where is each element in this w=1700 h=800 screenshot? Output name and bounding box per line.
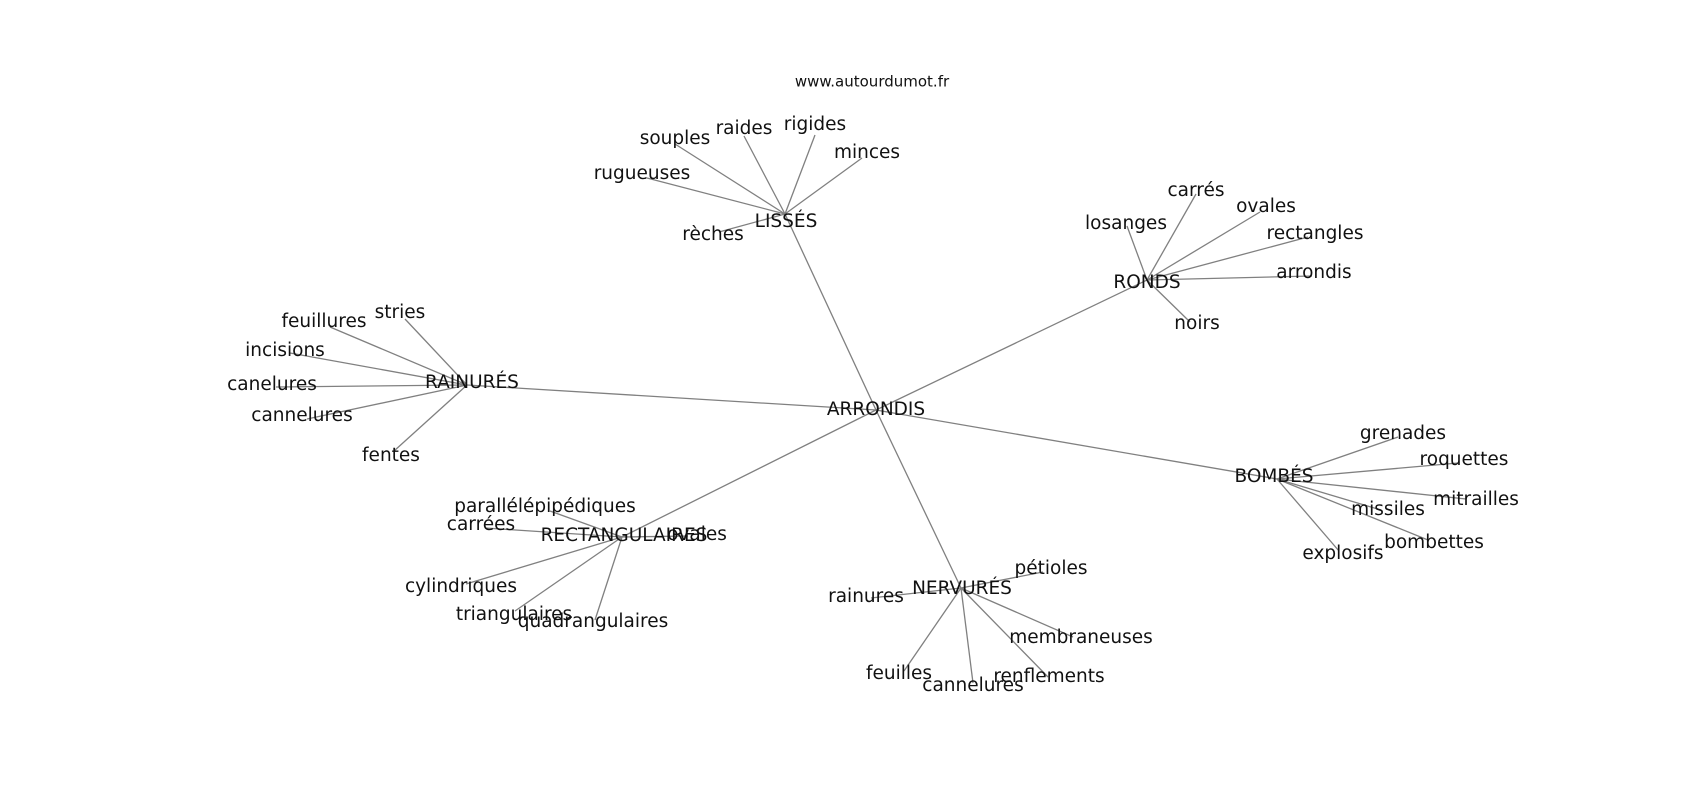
edge-nerv-feuilles xyxy=(903,587,962,672)
cluster-node-bombes[interactable]: BOMBÉS xyxy=(1234,465,1313,487)
leaf-node-ronds-losanges[interactable]: losanges xyxy=(1085,213,1167,234)
edge-rect-parallelepipediques xyxy=(549,510,623,538)
cluster-node-ronds[interactable]: RONDS xyxy=(1113,272,1180,293)
edge-root-rainures-cluster xyxy=(466,384,877,411)
edge-lisses-rugueuses xyxy=(646,177,786,215)
edge-rect-carrees xyxy=(484,527,623,538)
edge-ronds-arrondis xyxy=(1146,275,1313,281)
leaf-node-bombes-explosifs[interactable]: explosifs xyxy=(1302,543,1383,564)
leaf-node-rainures-stries[interactable]: stries xyxy=(375,302,426,323)
edge-rainures-feuillures xyxy=(329,326,468,386)
edge-ronds-rectangles xyxy=(1146,236,1309,281)
leaf-node-rainures-canelures[interactable]: canelures xyxy=(227,374,317,395)
leaf-node-lisses-minces[interactable]: minces xyxy=(834,142,900,163)
edge-root-ronds xyxy=(875,279,1148,411)
leaf-node-rainures-cannelures[interactable]: cannelures xyxy=(251,405,352,426)
cluster-node-nervures[interactable]: NERVURÉS xyxy=(912,577,1012,599)
edge-ronds-losanges xyxy=(1126,225,1148,281)
edge-root-lisses xyxy=(784,213,877,411)
edge-rainures-cannelures xyxy=(306,384,468,420)
leaf-node-ronds-carres[interactable]: carrés xyxy=(1167,180,1224,201)
leaf-node-rainures-feuillures[interactable]: feuillures xyxy=(282,311,367,332)
edge-rainures-canelures xyxy=(275,384,468,388)
leaf-node-lisses-souples[interactable]: souples xyxy=(640,128,711,149)
leaf-node-bombes-missiles[interactable]: missiles xyxy=(1351,499,1425,520)
edge-nerv-petioles xyxy=(960,571,1044,589)
edge-bombes-grenades xyxy=(1276,436,1399,480)
cluster-node-rectangulaires[interactable]: RECTANGULAIRES xyxy=(541,525,708,546)
leaf-node-bombes-grenades[interactable]: grenades xyxy=(1360,423,1446,444)
edge-nerv-renflements xyxy=(960,587,1049,678)
edges-layer xyxy=(275,134,1467,684)
leaf-node-lisses-rugueuses[interactable]: rugueuses xyxy=(594,163,691,184)
edge-bombes-bombettes xyxy=(1276,478,1429,541)
leaf-node-bombes-mitrailles[interactable]: mitrailles xyxy=(1433,489,1519,510)
edge-ronds-noirs xyxy=(1146,279,1191,323)
leaf-node-nerv-renflements[interactable]: renflements xyxy=(993,666,1104,687)
edge-root-rectangulaires xyxy=(621,409,877,538)
cluster-node-lisses[interactable]: LISSÉS xyxy=(755,210,818,232)
leaf-node-rainures-fentes[interactable]: fentes xyxy=(362,445,420,466)
edge-ronds-ovales xyxy=(1146,211,1261,281)
edge-rect-ovales xyxy=(621,535,689,538)
leaf-node-rect-triangulaires[interactable]: triangulaires xyxy=(456,604,572,625)
edge-rect-cylindriques xyxy=(465,536,623,585)
cluster-node-rainures-cluster[interactable]: RAINURÉS xyxy=(425,371,519,393)
leaf-node-rect-carrees[interactable]: carrées xyxy=(447,514,515,535)
edge-nerv-membraneuses xyxy=(960,587,1074,638)
leaf-node-nerv-petioles[interactable]: pétioles xyxy=(1015,558,1088,579)
leaf-node-nerv-cannelures[interactable]: cannelures xyxy=(922,675,1023,696)
leaf-node-nerv-rainures[interactable]: rainures xyxy=(828,586,904,607)
edge-lisses-souples xyxy=(674,143,786,215)
leaf-node-lisses-raides[interactable]: raides xyxy=(716,118,773,139)
edge-rainures-fentes xyxy=(393,384,468,452)
edge-bombes-mitrailles xyxy=(1276,478,1467,500)
edge-ronds-carres xyxy=(1146,193,1197,281)
edge-root-bombes xyxy=(875,409,1278,480)
edge-lisses-rigides xyxy=(784,134,816,215)
leaf-node-ronds-rectangles[interactable]: rectangles xyxy=(1267,223,1364,244)
edge-root-nervures xyxy=(875,409,962,589)
leaf-node-ronds-noirs[interactable]: noirs xyxy=(1174,313,1219,334)
leaf-node-nerv-feuilles[interactable]: feuilles xyxy=(866,663,932,684)
edge-rect-triangulaires xyxy=(514,536,623,612)
leaf-node-ronds-arrondis[interactable]: arrondis xyxy=(1276,262,1351,283)
root-node-label[interactable]: ARRONDIS xyxy=(827,399,925,420)
edge-nerv-cannelures xyxy=(960,587,974,684)
edge-nerv-rainures xyxy=(870,587,962,599)
edge-rect-quadrangulaires xyxy=(594,536,623,621)
leaf-node-rainures-incisions[interactable]: incisions xyxy=(245,340,325,361)
source-label: www.autourdumot.fr xyxy=(795,73,950,91)
leaf-node-nerv-membraneuses[interactable]: membraneuses xyxy=(1009,627,1153,648)
edge-lisses-reches xyxy=(718,213,786,233)
edge-rainures-incisions xyxy=(289,352,468,386)
edge-lisses-raides xyxy=(743,135,786,215)
edge-bombes-missiles xyxy=(1276,478,1382,511)
edge-bombes-roquettes xyxy=(1276,462,1459,480)
edge-lisses-minces xyxy=(784,157,863,215)
labels-layer: www.autourdumot.fr ARRONDIS LISSÉS rigides… xyxy=(227,73,1519,697)
leaf-node-ronds-ovales[interactable]: ovales xyxy=(1236,196,1296,217)
leaf-node-rect-parallelepipediques[interactable]: parallélépipédiques xyxy=(454,496,636,517)
leaf-node-lisses-rigides[interactable]: rigides xyxy=(784,114,846,135)
leaf-node-bombes-roquettes[interactable]: roquettes xyxy=(1420,449,1509,470)
leaf-node-rect-quadrangulaires[interactable]: quadrangulaires xyxy=(518,611,669,632)
edge-rainures-stries xyxy=(404,318,468,386)
leaf-node-rect-ovales[interactable]: ovales xyxy=(667,524,727,545)
leaf-node-bombes-bombettes[interactable]: bombettes xyxy=(1384,532,1484,553)
leaf-node-lisses-reches[interactable]: rèches xyxy=(682,224,744,245)
edge-bombes-explosifs xyxy=(1276,478,1340,552)
leaf-node-rect-cylindriques[interactable]: cylindriques xyxy=(405,576,517,597)
